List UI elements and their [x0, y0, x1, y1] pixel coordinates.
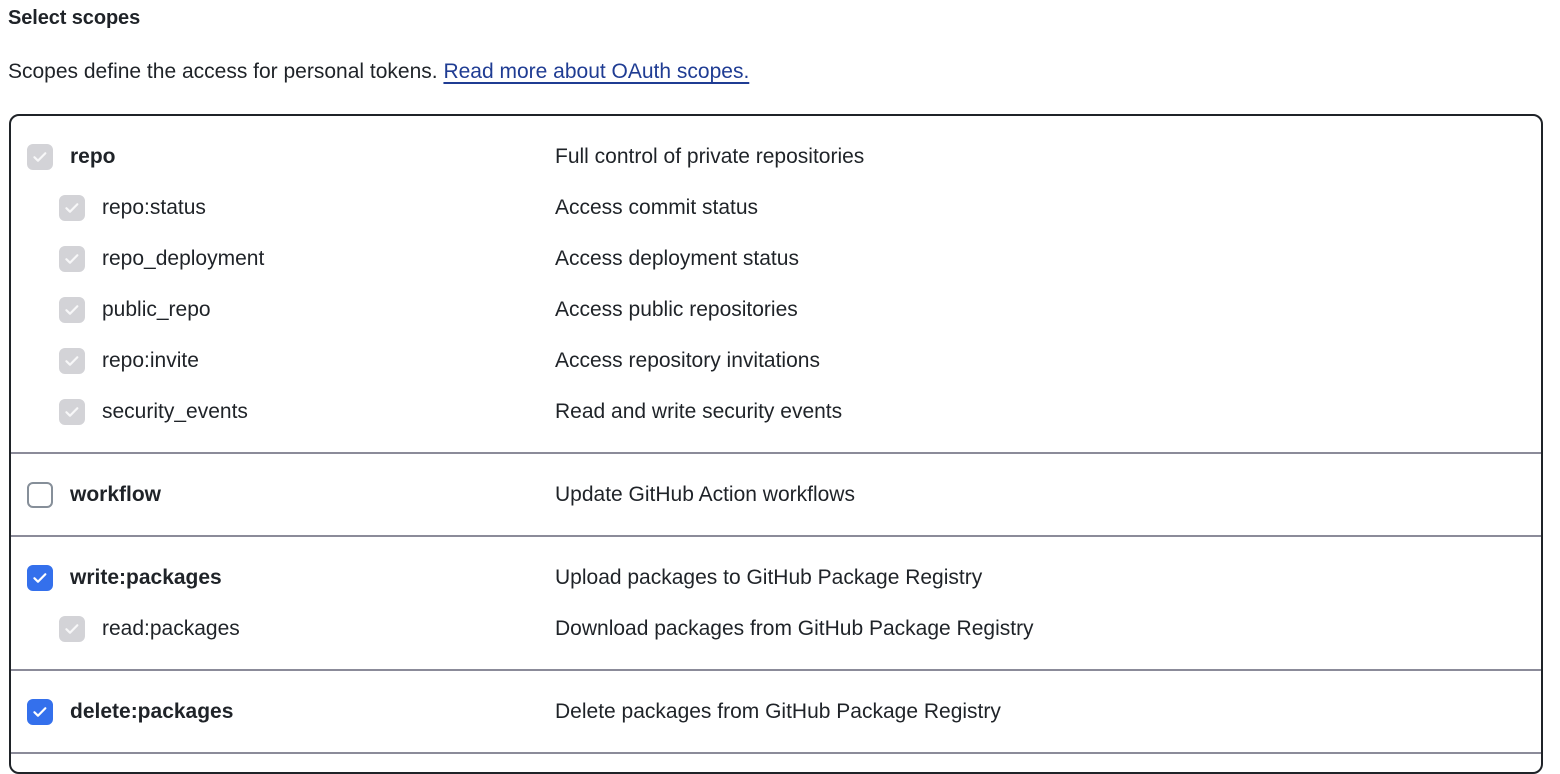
scope-description: Access repository invitations	[555, 348, 820, 372]
scope-label: read:packages	[102, 616, 240, 640]
scope-description: Access commit status	[555, 195, 759, 219]
scope-name-cell: read:packages	[11, 615, 555, 642]
scope-name-cell: repo	[11, 143, 555, 170]
scope-label: repo_deployment	[102, 246, 265, 270]
scope-group: write:packages Upload packages to GitHub …	[11, 535, 1541, 669]
checkbox-checked-icon	[59, 245, 85, 272]
checkbox-empty-icon[interactable]	[27, 481, 53, 508]
scope-name-cell: write:packages	[11, 564, 555, 591]
scope-name-cell: workflow	[11, 481, 555, 508]
scope-description: Access deployment status	[555, 246, 799, 270]
oauth-scopes-link[interactable]: Read more about OAuth scopes.	[443, 60, 750, 83]
scope-label: repo	[70, 144, 116, 168]
scope-name-cell: security_events	[11, 398, 555, 425]
scope-name-cell: repo:status	[11, 194, 555, 221]
checkbox-checked-icon	[59, 398, 85, 425]
scope-description: Upload packages to GitHub Package Regist…	[555, 565, 983, 589]
scope-row-public-repo: public_repo Access public repositories	[11, 284, 1541, 335]
scope-label: public_repo	[102, 297, 211, 321]
scope-row-repo-deployment: repo_deployment Access deployment status	[11, 233, 1541, 284]
page-title: Select scopes	[8, 7, 141, 29]
scopes-list-container: repo Full control of private repositories…	[9, 114, 1543, 774]
scope-row-delete-packages[interactable]: delete:packages Delete packages from GitH…	[11, 686, 1541, 737]
scope-row-repo-status: repo:status Access commit status	[11, 182, 1541, 233]
scope-name-cell: repo_deployment	[11, 245, 555, 272]
scope-name-cell: public_repo	[11, 296, 555, 323]
scope-label: write:packages	[70, 565, 222, 589]
scope-row-repo-invite: repo:invite Access repository invitations	[11, 335, 1541, 386]
checkbox-checked-icon	[27, 143, 53, 170]
scope-label: repo:invite	[102, 348, 199, 372]
scope-description: Access public repositories	[555, 297, 798, 321]
scope-name-cell: delete:packages	[11, 698, 555, 725]
scope-group	[11, 752, 1541, 772]
scope-label: workflow	[70, 482, 162, 506]
scope-group: repo Full control of private repositories…	[11, 116, 1541, 452]
checkbox-checked-icon	[59, 296, 85, 323]
scope-group: workflow Update GitHub Action workflows	[11, 452, 1541, 535]
scope-description: Read and write security events	[555, 399, 843, 423]
scopes-description-text: Scopes define the access for personal to…	[8, 60, 438, 83]
scope-group: delete:packages Delete packages from GitH…	[11, 669, 1541, 752]
scope-label: delete:packages	[70, 699, 234, 723]
scope-label: repo:status	[102, 195, 206, 219]
scope-row-read-packages: read:packages Download packages from GitH…	[11, 603, 1541, 654]
scope-row-repo: repo Full control of private repositories	[11, 131, 1541, 182]
scopes-description: Scopes define the access for personal to…	[8, 57, 749, 87]
scope-label: security_events	[102, 399, 248, 423]
scope-row-write-packages[interactable]: write:packages Upload packages to GitHub …	[11, 552, 1541, 603]
scope-row-workflow[interactable]: workflow Update GitHub Action workflows	[11, 469, 1541, 520]
checkbox-checked-icon	[59, 347, 85, 374]
scope-description: Full control of private repositories	[555, 144, 865, 168]
scope-description: Download packages from GitHub Package Re…	[555, 616, 1034, 640]
checkbox-checked-icon[interactable]	[27, 698, 53, 725]
checkbox-checked-icon	[59, 194, 85, 221]
scope-description: Delete packages from GitHub Package Regi…	[555, 699, 1001, 723]
scope-name-cell: repo:invite	[11, 347, 555, 374]
checkbox-checked-icon	[59, 615, 85, 642]
scope-description: Update GitHub Action workflows	[555, 482, 855, 506]
checkbox-checked-icon[interactable]	[27, 564, 53, 591]
scope-row-security-events: security_events Read and write security e…	[11, 386, 1541, 437]
